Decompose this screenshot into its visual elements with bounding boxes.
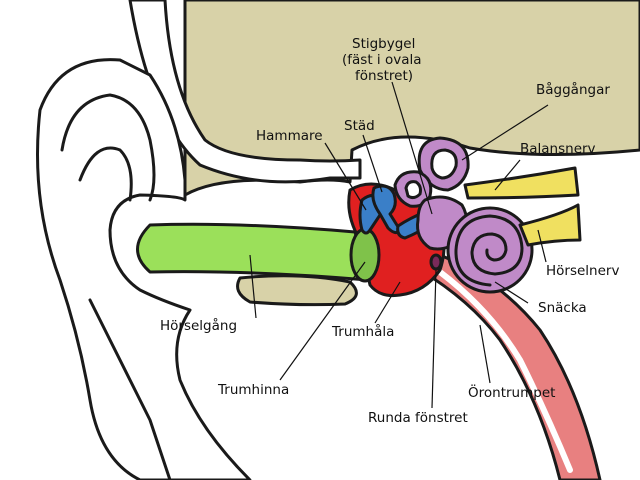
cochlea-leader [494, 281, 529, 304]
round-window [429, 253, 443, 271]
pinna-lobe-fold [88, 298, 172, 480]
incus-label: Städ [344, 118, 375, 134]
stapes-label-line1: Stigbygel [352, 36, 415, 52]
incus-leader [362, 134, 383, 193]
skull-skin-band [128, 0, 362, 184]
cochlear-nerve-leader [537, 229, 547, 263]
eustachian-tube-label: Örontrumpet [468, 383, 555, 401]
tympanic-cavity-label: Trumhåla [331, 323, 394, 340]
eardrum [349, 227, 381, 283]
ear-canal [136, 222, 370, 282]
stapes-label-line3: fönstret) [355, 68, 413, 84]
malleus-leader [324, 142, 367, 211]
vestibular-nerve [463, 166, 580, 200]
semicircular-canals-leader [461, 104, 549, 161]
stapes-leader [391, 81, 433, 215]
semicircular-canals [393, 136, 470, 208]
eustachian-tube [418, 253, 602, 480]
malleus-label: Hammare [256, 128, 323, 144]
vestibular-nerve-label: Balansnerv [520, 141, 596, 157]
round-window-label: Runda fönstret [368, 410, 468, 426]
stapes-label-line2: (fäst i ovala [342, 52, 422, 68]
round-window-leader [431, 269, 437, 409]
tympanic-cavity-leader [374, 281, 401, 324]
eardrum-label: Trumhinna [217, 382, 289, 398]
lower-bone-lobe [236, 274, 358, 307]
cochlea-label: Snäcka [538, 300, 587, 316]
cochlea [446, 206, 534, 294]
eustachian-tube-inner [437, 269, 573, 473]
cochlear-nerve-label: Hörselnerv [546, 263, 619, 279]
semicircular-canals-label: Båggångar [536, 81, 610, 98]
vestibular-nerve-leader [494, 159, 521, 191]
pinna-helix-fold [60, 93, 156, 202]
cochlear-nerve [518, 203, 582, 247]
eustachian-tube-leader [479, 324, 491, 384]
ear-canal-label: Hörselgång [160, 317, 237, 334]
ear-canal-leader [249, 254, 257, 319]
pinna [36, 58, 252, 480]
pinna-antihelix [78, 146, 133, 202]
eardrum-leader [279, 261, 366, 381]
